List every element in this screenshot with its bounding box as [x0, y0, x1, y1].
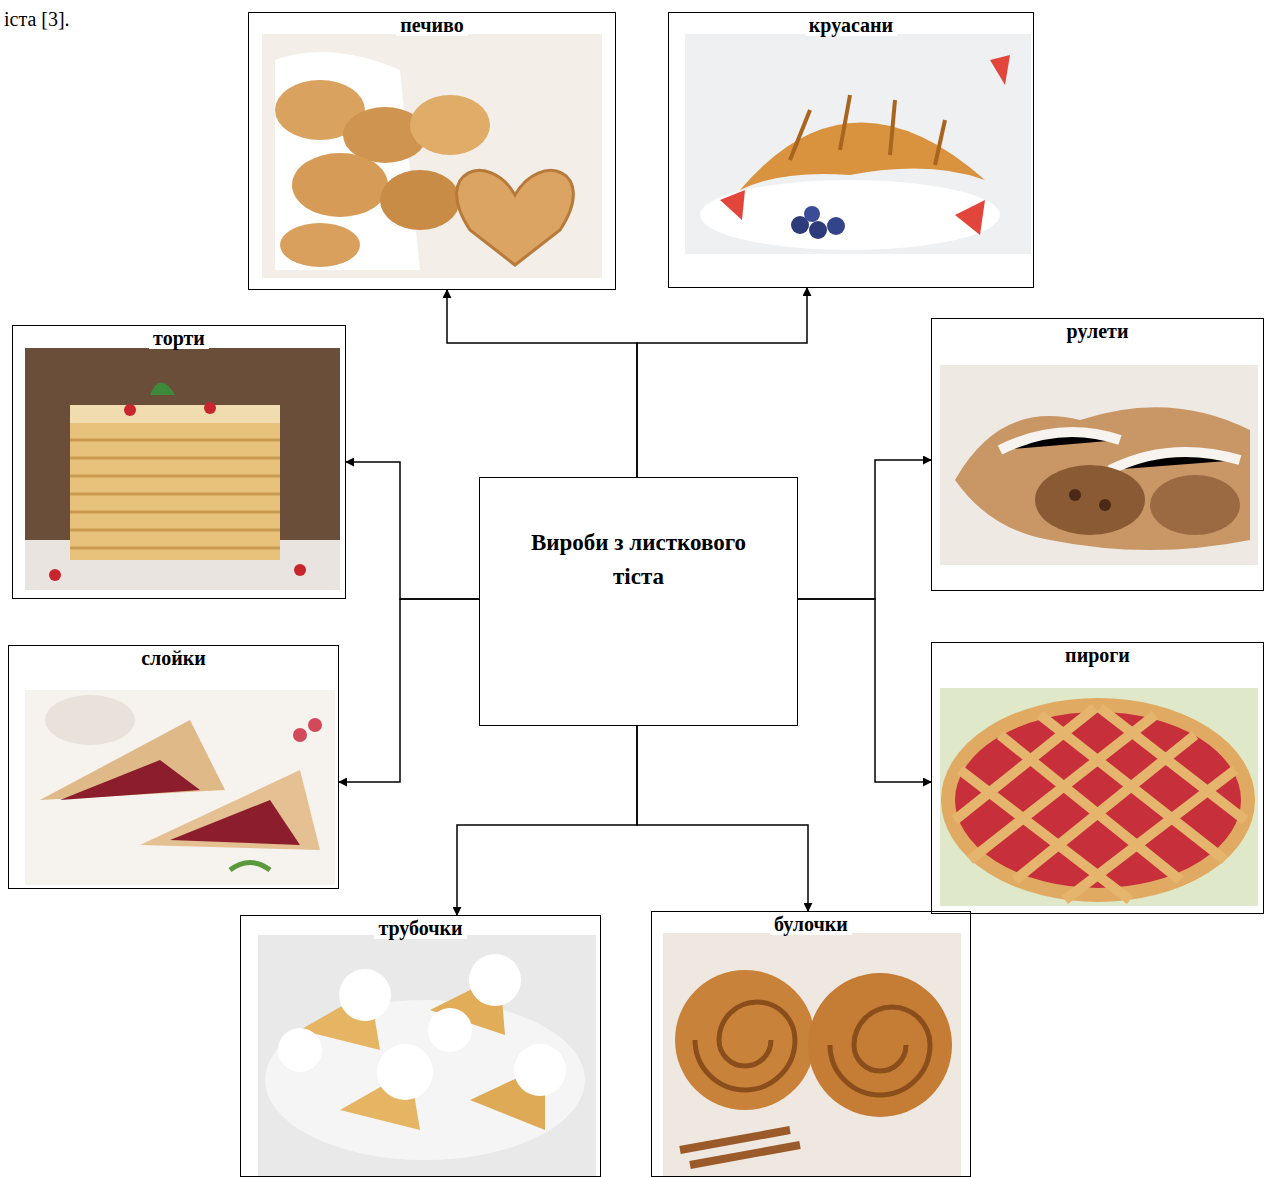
product-box: трубочки — [240, 915, 601, 1177]
connector-arrow — [637, 726, 808, 911]
product-box: булочки — [651, 911, 971, 1177]
product-title: торти — [149, 327, 209, 349]
connector-arrow — [447, 290, 637, 477]
strudel-photo — [940, 365, 1258, 585]
product-title-row: рулети — [932, 319, 1263, 342]
turnover-photo — [25, 690, 335, 885]
cake-photo — [25, 348, 340, 590]
product-box: пироги — [931, 642, 1264, 914]
product-title-row: пироги — [932, 643, 1263, 666]
product-title-row: торти — [13, 326, 345, 349]
cookie-photo — [262, 34, 602, 278]
product-box: торти — [12, 325, 346, 599]
product-box: печиво — [248, 12, 616, 290]
product-title: слойки — [137, 647, 210, 669]
central-title: Вироби з листкового тіста — [524, 526, 754, 594]
connector-arrow — [798, 460, 931, 599]
product-title-row: булочки — [652, 912, 970, 935]
product-title: булочки — [770, 913, 852, 935]
product-title-row: печиво — [249, 13, 615, 36]
connector-arrow — [798, 599, 931, 782]
product-title: трубочки — [374, 917, 466, 939]
product-title: круасани — [805, 14, 897, 36]
product-title-row: трубочки — [241, 916, 600, 939]
connector-arrow — [637, 288, 807, 477]
product-box: слойки — [8, 645, 339, 889]
text-fragment: іста [3]. — [4, 8, 70, 31]
pie-photo — [940, 688, 1258, 906]
bun-photo — [663, 933, 961, 1177]
product-box: рулети — [931, 318, 1264, 591]
product-box: круасани — [668, 12, 1034, 288]
connector-arrow — [346, 462, 479, 599]
product-title: пироги — [1061, 644, 1134, 666]
central-box: Вироби з листкового тіста — [479, 477, 798, 726]
product-title: рулети — [1063, 320, 1133, 342]
croissant-photo — [685, 34, 1031, 254]
product-title: печиво — [396, 14, 467, 36]
connector-arrow — [457, 726, 637, 915]
cream-horn-photo — [258, 935, 596, 1177]
connector-arrow — [339, 599, 479, 782]
product-title-row: слойки — [9, 646, 338, 669]
product-title-row: круасани — [669, 13, 1033, 36]
